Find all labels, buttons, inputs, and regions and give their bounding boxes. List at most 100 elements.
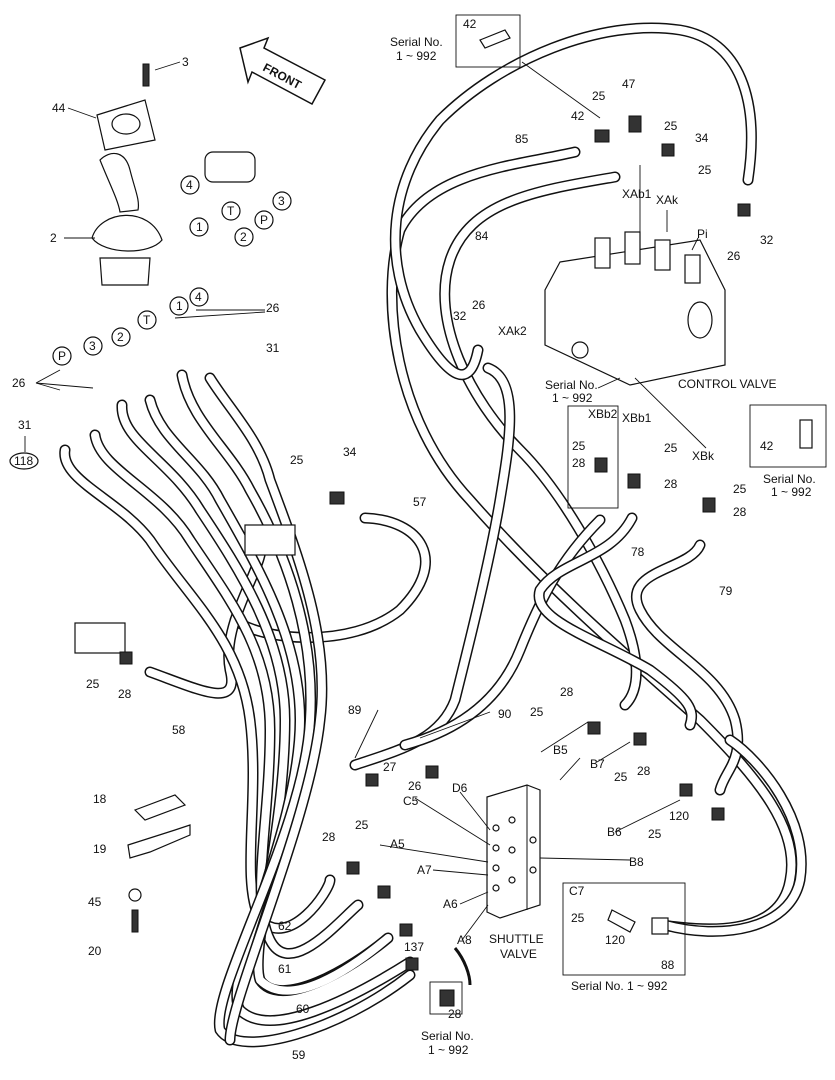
label-58: 58 — [172, 723, 186, 737]
port-circle-1: 1 — [196, 220, 203, 234]
label-28-d: 28 — [118, 687, 132, 701]
label-28-c: 28 — [733, 505, 747, 519]
label-88: 88 — [661, 958, 675, 972]
leader-lines — [24, 61, 707, 941]
label-28-h: 28 — [448, 1007, 462, 1021]
label-18: 18 — [93, 792, 107, 806]
port-c5: D6 — [452, 781, 468, 795]
label-61: 61 — [278, 962, 292, 976]
label-84: 84 — [475, 229, 489, 243]
label-85: 85 — [515, 132, 529, 146]
label-25-m: 25 — [571, 911, 585, 925]
port-circle-2: 2 — [240, 230, 247, 244]
label-25-c: 25 — [698, 163, 712, 177]
port-xab1: XAb1 — [622, 187, 652, 201]
label-59: 59 — [292, 1048, 306, 1062]
label-42-b: 42 — [571, 109, 585, 123]
label-28-e: 28 — [560, 685, 574, 699]
port-circle-t: T — [227, 204, 235, 218]
serial-box-top — [455, 14, 521, 68]
label-3: 3 — [182, 55, 189, 69]
label-90: 90 — [498, 707, 512, 721]
part-labels: 42 Serial No. 1 ~ 992 3 44 2 47 25 42 25… — [12, 17, 816, 1062]
port-circle-3: 3 — [278, 194, 285, 208]
label-79: 79 — [719, 584, 733, 598]
label-120-b: 120 — [605, 933, 625, 947]
port-pi: Pi — [697, 227, 708, 241]
control-valve — [544, 231, 726, 386]
label-26-c: 26 — [266, 301, 280, 315]
label-26-a: 26 — [727, 249, 741, 263]
port-xbk: XBk — [692, 449, 715, 463]
label-34-a: 34 — [695, 131, 709, 145]
port-a8: A8 — [457, 933, 472, 947]
label-26-e: 26 — [408, 779, 422, 793]
label-32-a: 32 — [760, 233, 774, 247]
label-2: 2 — [50, 231, 57, 245]
port-circle-3-lower: 3 — [89, 339, 96, 353]
label-44: 44 — [52, 101, 66, 115]
label-25-k: 25 — [648, 827, 662, 841]
fittings — [119, 115, 751, 986]
port-a7: A7 — [417, 863, 432, 877]
label-26-d: 26 — [12, 376, 26, 390]
port-b7: B7 — [590, 757, 605, 771]
label-31-a: 31 — [266, 341, 280, 355]
hose-group — [59, 22, 807, 1048]
label-28-g: 28 — [322, 830, 336, 844]
label-45: 45 — [88, 895, 102, 909]
port-circle-4-lower: 4 — [195, 290, 202, 304]
control-valve-label: CONTROL VALVE — [678, 377, 776, 391]
label-25-h: 25 — [86, 677, 100, 691]
label-89: 89 — [348, 703, 362, 717]
port-circle-p-lower: P — [58, 349, 66, 363]
label-20: 20 — [88, 944, 102, 958]
label-31-b: 31 — [18, 418, 32, 432]
port-circle-t-lower: T — [143, 313, 151, 327]
shuttle-valve-label-1: SHUTTLE — [489, 932, 544, 946]
label-34-b: 34 — [343, 445, 357, 459]
ref-circle-118: 118 — [14, 454, 33, 468]
port-b6: B6 — [607, 825, 622, 839]
serial-prefix-top: Serial No. — [390, 35, 443, 49]
port-circles: 4 1 T 2 P 3 1 4 P 3 2 T 118 — [9, 175, 292, 470]
serial-range-top: 1 ~ 992 — [396, 49, 437, 63]
label-25-f: 25 — [733, 482, 747, 496]
label-120-a: 120 — [669, 809, 689, 823]
port-circle-1-lower: 1 — [176, 299, 183, 313]
label-19: 19 — [93, 842, 107, 856]
label-47: 47 — [622, 77, 636, 91]
label-28-b: 28 — [664, 477, 678, 491]
manifold-block-57 — [244, 524, 296, 556]
label-26-b: 26 — [472, 298, 486, 312]
label-25-j: 25 — [614, 770, 628, 784]
label-25-a: 25 — [592, 89, 606, 103]
bracket-assembly — [127, 794, 191, 933]
front-arrow: FRONT — [239, 36, 327, 106]
label-25-l: 25 — [355, 818, 369, 832]
port-circle-2-lower: 2 — [117, 330, 124, 344]
port-a6: A6 — [443, 897, 458, 911]
serial-prefix-bottom: Serial No. — [421, 1029, 474, 1043]
label-25-e: 25 — [664, 441, 678, 455]
port-xbb2: XBb2 — [588, 407, 618, 421]
label-25-i: 25 — [530, 705, 544, 719]
serial-box-28 — [429, 981, 463, 1015]
port-a5: A5 — [390, 837, 405, 851]
port-xak: XAk — [656, 193, 679, 207]
port-xbb1: XBb1 — [622, 411, 652, 425]
serial-full-bottom: Serial No. 1 ~ 992 — [571, 979, 668, 993]
port-c7: C5 — [403, 794, 419, 808]
label-78: 78 — [631, 545, 645, 559]
port-circle-p: P — [260, 213, 268, 227]
label-42-top: 42 — [463, 17, 477, 31]
port-b8: B8 — [629, 855, 644, 869]
shuttle-valve-label-2: VALVE — [500, 947, 537, 961]
label-25-d: 25 — [572, 439, 586, 453]
manifold-block-58 — [74, 622, 126, 654]
label-42-c: 42 — [760, 439, 774, 453]
label-137: 137 — [404, 940, 424, 954]
serial-range-cv: 1 ~ 992 — [552, 391, 593, 405]
